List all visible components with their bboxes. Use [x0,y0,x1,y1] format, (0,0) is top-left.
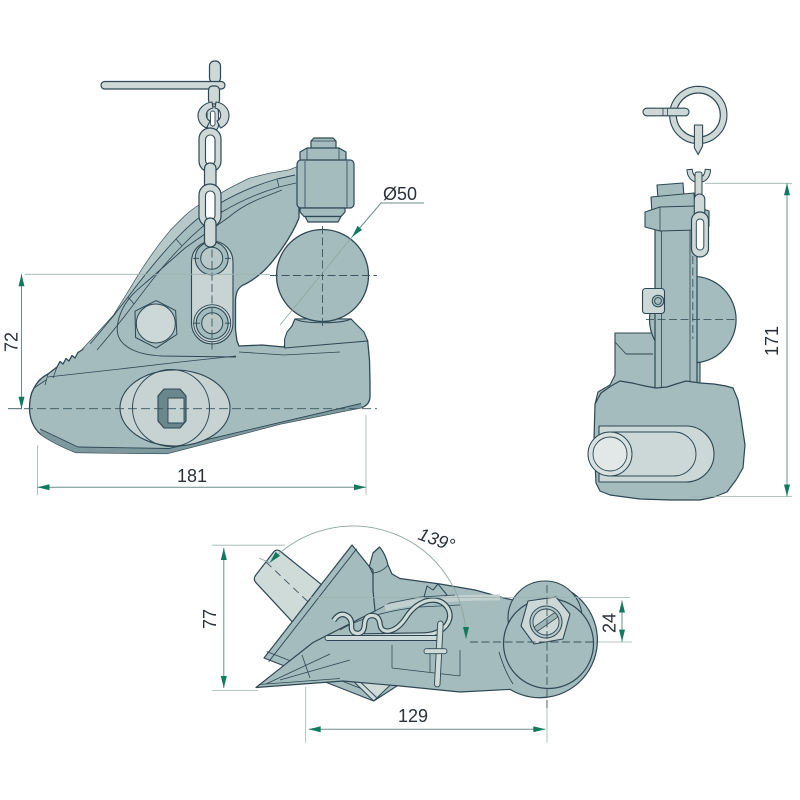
svg-text:Ø50: Ø50 [383,184,417,204]
svg-text:77: 77 [200,609,220,629]
svg-text:72: 72 [2,332,22,352]
svg-text:171: 171 [762,326,782,356]
svg-text:181: 181 [177,466,207,486]
svg-text:139°: 139° [416,524,458,556]
svg-text:24: 24 [600,613,620,633]
svg-text:129: 129 [398,706,428,726]
